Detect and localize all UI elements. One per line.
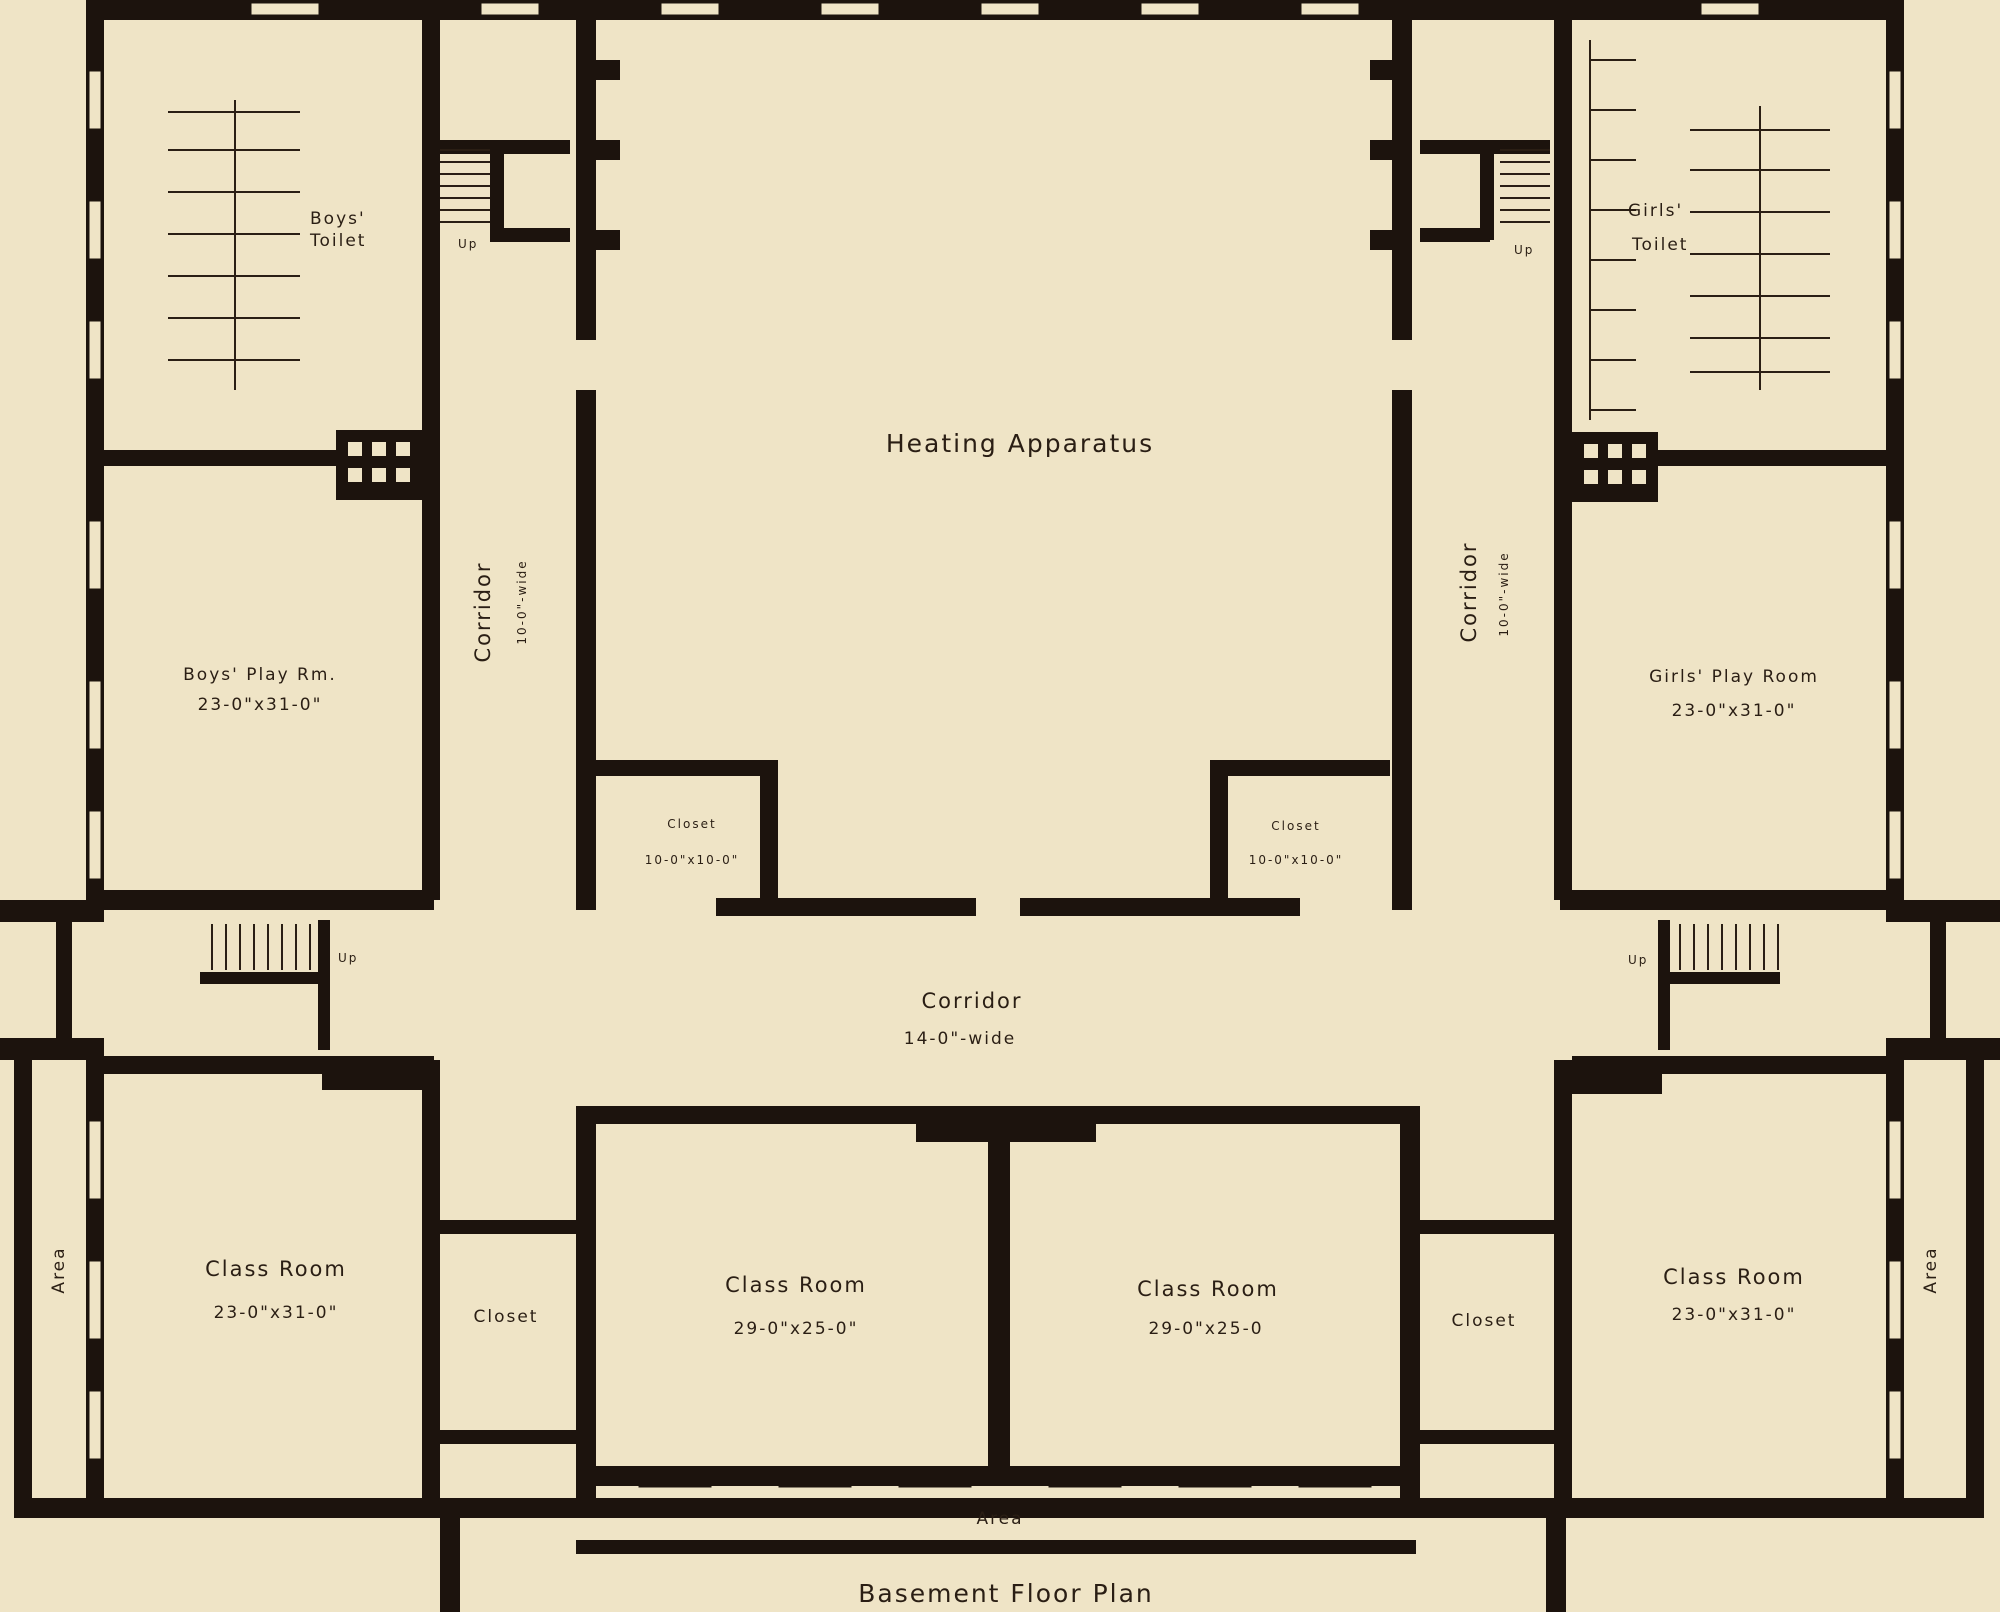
- corridor-right-label: Corridor: [1457, 541, 1481, 642]
- main-corridor-dimensions: 14-0"-wide: [904, 1029, 1016, 1049]
- corridor-left-label: Corridor: [471, 561, 495, 662]
- class-room-2-label: Class Room: [725, 1273, 867, 1297]
- corridor-left-dimensions: 10-0"-wide: [515, 559, 529, 644]
- closet-right-dimensions: 10-0"x10-0": [1249, 853, 1344, 867]
- boys-play-room-dimensions: 23-0"x31-0": [198, 695, 323, 715]
- girls-toilet-label-2: Toilet: [1631, 235, 1688, 255]
- area-right-label: Area: [1921, 1246, 1941, 1293]
- class-room-4-label: Class Room: [1663, 1265, 1805, 1289]
- toilet-fixtures: [168, 40, 1830, 420]
- stair-up-label-1: Up: [458, 237, 478, 251]
- boys-toilet-label-1: Boys': [310, 209, 366, 229]
- boys-play-room-label: Boys' Play Rm.: [183, 665, 337, 685]
- closet-lower-right-label: Closet: [1452, 1311, 1517, 1331]
- area-left-label: Area: [49, 1246, 69, 1293]
- boys-toilet-label-2: Toilet: [309, 231, 366, 251]
- stair-up-label-2: Up: [1514, 243, 1534, 257]
- closet-right-label: Closet: [1271, 819, 1320, 833]
- stair-up-label-4: Up: [1628, 953, 1648, 967]
- class-room-4-dimensions: 23-0"x31-0": [1672, 1305, 1797, 1325]
- heating-apparatus-label: Heating Apparatus: [886, 429, 1154, 458]
- plan-title: Basement Floor Plan: [858, 1579, 1154, 1608]
- class-room-2-dimensions: 29-0"x25-0": [734, 1319, 859, 1339]
- flue-grids: [322, 430, 1662, 1142]
- class-room-1-dimensions: 23-0"x31-0": [214, 1303, 339, 1323]
- closet-left-label: Closet: [667, 817, 716, 831]
- class-room-1-label: Class Room: [205, 1257, 347, 1281]
- stair-up-label-3: Up: [338, 951, 358, 965]
- area-bottom-label: Area: [976, 1509, 1023, 1529]
- interior-walls: [104, 20, 1890, 1612]
- girls-toilet-label-1: Girls': [1628, 201, 1683, 221]
- main-corridor-label: Corridor: [921, 989, 1022, 1013]
- girls-play-room-label: Girls' Play Room: [1649, 667, 1819, 687]
- room-labels: Heating Apparatus Boys' Toilet Girls' To…: [49, 201, 1941, 1608]
- closet-left-dimensions: 10-0"x10-0": [645, 853, 740, 867]
- closet-lower-left-label: Closet: [474, 1307, 539, 1327]
- girls-play-room-dimensions: 23-0"x31-0": [1672, 701, 1797, 721]
- stair-treads: [211, 149, 1779, 970]
- corridor-right-dimensions: 10-0"-wide: [1497, 551, 1511, 636]
- class-room-3-dimensions: 29-0"x25-0: [1148, 1319, 1263, 1339]
- class-room-3-label: Class Room: [1137, 1277, 1279, 1301]
